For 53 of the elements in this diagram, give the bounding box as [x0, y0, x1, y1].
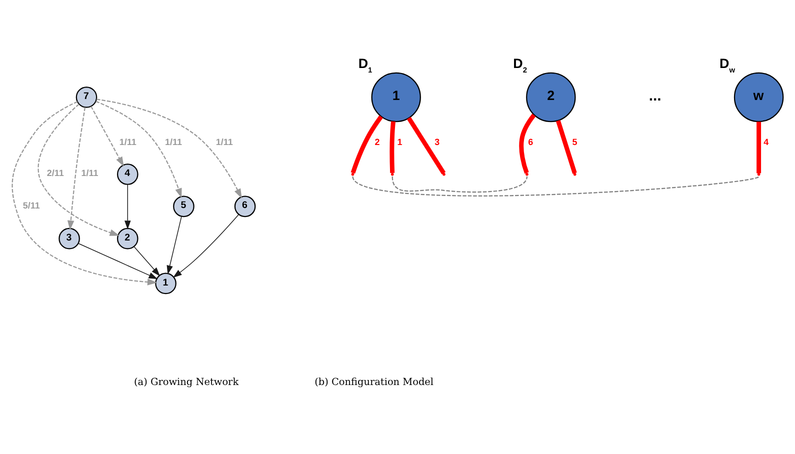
node-point [757, 172, 760, 176]
arrow [78, 243, 158, 280]
edge-label: 6 [528, 136, 534, 147]
node-circle: 3 [58, 228, 80, 250]
arrow [124, 184, 131, 230]
edge-label: 1/11 [165, 136, 182, 147]
node-point [390, 172, 394, 176]
connector [556, 120, 577, 174]
node-circle: 2 [526, 72, 576, 122]
connector [392, 176, 528, 193]
node-circle: 2 [116, 228, 138, 250]
connector [519, 114, 536, 174]
arrow [38, 104, 120, 236]
node-circle: 4 [116, 164, 138, 185]
edge-label: 2/11 [46, 168, 64, 178]
arrow [96, 98, 242, 198]
arrow [96, 100, 182, 198]
connector [350, 115, 383, 174]
edge-label: 1/11 [216, 136, 233, 147]
arrow [67, 107, 86, 230]
connector [352, 176, 759, 196]
connector [406, 116, 446, 174]
edge-label: 1 [397, 136, 402, 147]
arrow [134, 246, 160, 276]
node-circle: 6 [234, 196, 256, 218]
node-circle: 1 [155, 272, 176, 294]
node-point [526, 172, 528, 176]
edge-label: 2 [374, 136, 380, 147]
arrow [90, 106, 124, 167]
node-circle: 1 [371, 72, 421, 122]
edge-label: 4 [764, 136, 769, 147]
connector [390, 121, 396, 174]
node-point [442, 172, 446, 176]
node-label: D$_{1}$ [358, 56, 372, 75]
node-circle: 5 [173, 196, 194, 218]
node-circle: w [734, 72, 784, 122]
label: ... [648, 87, 662, 104]
arrow [12, 101, 158, 286]
connector [756, 122, 762, 174]
edge-label: 1/11 [119, 136, 136, 147]
arrow [172, 214, 240, 278]
node-point [351, 172, 354, 176]
node-circle: 7 [76, 86, 98, 108]
label: (b) Configuration Model [314, 377, 434, 388]
node-label: D$_{2}$ [513, 56, 528, 75]
node-label: D$_{w}$ [720, 56, 736, 75]
arrow [166, 216, 182, 274]
edge-label: 5 [572, 136, 578, 147]
edge-label: 3 [434, 136, 440, 147]
edge-label: 5/11 [22, 200, 40, 210]
edge-label: 1/11 [81, 168, 98, 178]
label: (a) Growing Network [134, 377, 239, 388]
node-point [573, 172, 576, 176]
